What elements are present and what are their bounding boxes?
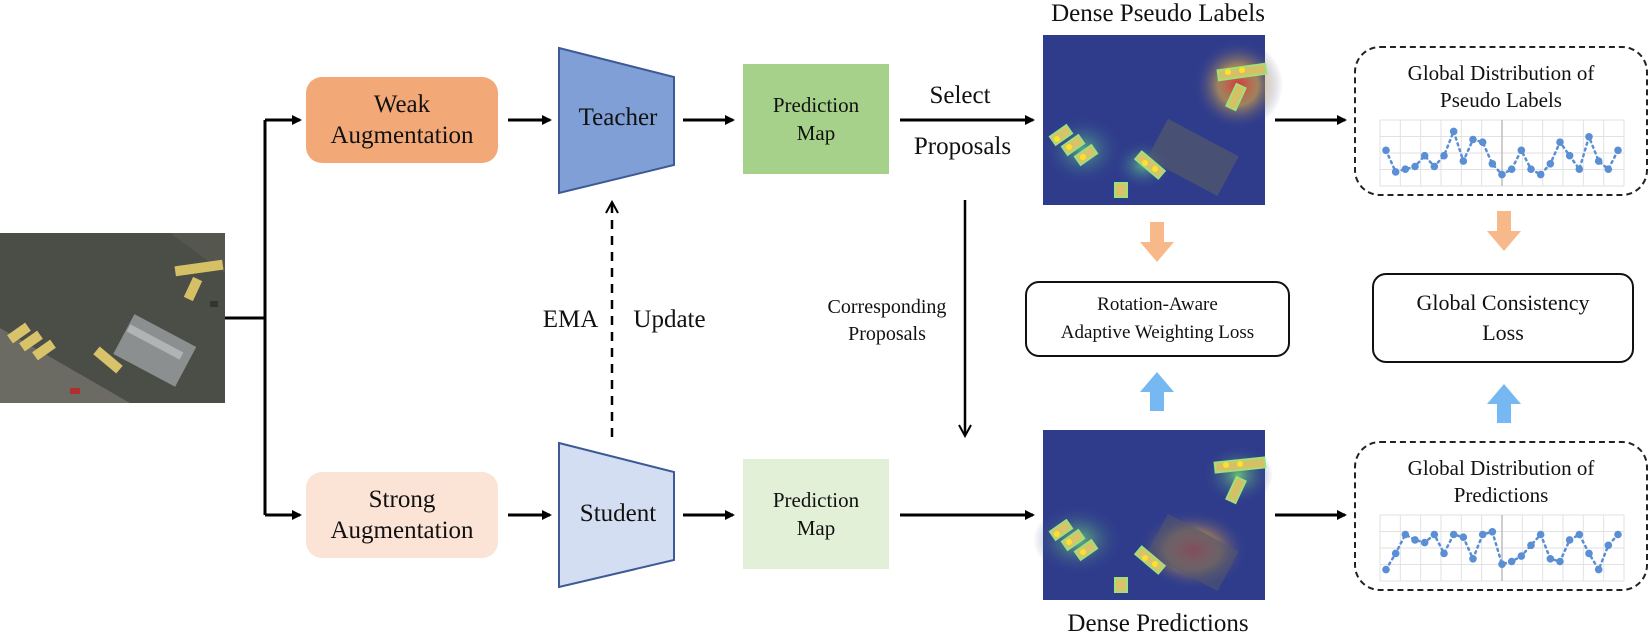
- data-point: [1401, 530, 1410, 539]
- dist-pred-line1: Global Distribution of: [1407, 456, 1595, 480]
- data-point: [1517, 146, 1526, 155]
- data-point: [1469, 555, 1477, 563]
- data-point: [1382, 146, 1390, 155]
- student-label: Student: [579, 500, 657, 527]
- data-point: [1546, 555, 1555, 563]
- data-point: [1391, 168, 1400, 176]
- data-point: [1594, 565, 1603, 574]
- data-point: [1498, 560, 1506, 568]
- dense-pseudo-labels-image: [1043, 35, 1283, 205]
- data-point: [1585, 549, 1593, 558]
- data-point: [1536, 170, 1545, 179]
- select-label: Select: [929, 82, 991, 109]
- rotation-loss-line2: Adaptive Weighting Loss: [1060, 322, 1255, 343]
- data-point: [1459, 157, 1468, 165]
- pred-map-top-line1: Prediction: [772, 92, 860, 117]
- orange-arrow-right: [1487, 211, 1521, 251]
- dense-predictions-image: [1033, 430, 1273, 600]
- data-point: [1449, 127, 1458, 136]
- orange-arrow-left: [1140, 222, 1174, 262]
- data-point: [1517, 552, 1526, 560]
- data-point: [1575, 165, 1584, 173]
- prediction-map-top: Prediction Map: [743, 64, 889, 174]
- data-point: [1420, 151, 1429, 160]
- proposals-label: Proposals: [913, 133, 1012, 160]
- data-point: [1575, 530, 1584, 539]
- data-point: [1594, 157, 1603, 165]
- rotation-loss-line1: Rotation-Aware: [1097, 294, 1218, 316]
- corresponding-proposals-label: Corresponding Proposals: [812, 294, 962, 348]
- data-point: [1469, 135, 1477, 144]
- strong-aug-line2: Augmentation: [330, 517, 474, 544]
- data-point: [1614, 530, 1622, 539]
- strong-augmentation-box: Strong Augmentation: [306, 472, 498, 558]
- data-point: [1498, 170, 1506, 179]
- data-point: [1565, 151, 1574, 160]
- dist-pred-line2: Predictions: [1453, 483, 1549, 508]
- teacher-shape: [558, 46, 675, 195]
- data-point: [1488, 528, 1497, 536]
- corresponding-line1: Corresponding: [827, 296, 947, 318]
- data-point: [1556, 557, 1564, 566]
- pred-map-top-line2: Map: [796, 121, 836, 145]
- student-shape: [558, 441, 675, 589]
- data-point: [1488, 160, 1497, 168]
- blue-arrow-right: [1487, 384, 1521, 423]
- data-point: [1585, 133, 1593, 141]
- data-point: [1478, 530, 1487, 539]
- ema-label: EMA: [542, 306, 599, 333]
- data-point: [1391, 549, 1400, 558]
- data-point: [1459, 533, 1468, 541]
- data-point: [1556, 138, 1564, 146]
- data-point: [1527, 541, 1535, 550]
- corresponding-line2: Proposals: [848, 323, 926, 345]
- dist-pseudo-line2: Pseudo Labels: [1440, 88, 1562, 113]
- dense-pseudo-labels-title: Dense Pseudo Labels: [1051, 0, 1265, 27]
- dense-predictions-title: Dense Predictions: [1067, 610, 1249, 637]
- data-point: [1440, 151, 1448, 160]
- data-point: [1478, 138, 1487, 146]
- weak-aug-line1: Weak: [373, 90, 431, 118]
- data-point: [1440, 549, 1448, 558]
- chart-pseudo-labels: [1379, 119, 1625, 187]
- teacher-label: Teacher: [578, 104, 658, 131]
- global-loss-line1: Global Consistency: [1416, 290, 1590, 316]
- dist-pseudo-labels-box: Global Distribution of Pseudo Labels: [1354, 46, 1648, 196]
- dist-pred-title: Global Distribution of Predictions: [1356, 455, 1646, 510]
- dist-predictions-box: Global Distribution of Predictions: [1354, 441, 1648, 591]
- data-point: [1382, 565, 1390, 574]
- data-point: [1420, 538, 1429, 547]
- data-point: [1546, 160, 1555, 168]
- dist-pseudo-line1: Global Distribution of: [1407, 61, 1595, 85]
- data-point: [1430, 530, 1439, 539]
- data-point: [1507, 165, 1516, 173]
- rotation-aware-loss-box: Rotation-Aware Adaptive Weighting Loss: [1025, 281, 1290, 357]
- data-point: [1401, 165, 1410, 173]
- weak-aug-line2: Augmentation: [330, 122, 474, 149]
- blue-arrow-left: [1140, 372, 1174, 411]
- data-point: [1449, 530, 1458, 539]
- chart-predictions: [1379, 514, 1625, 582]
- weak-augmentation-box: Weak Augmentation: [306, 77, 498, 163]
- data-point: [1604, 165, 1613, 173]
- update-label: Update: [633, 306, 706, 333]
- data-point: [1536, 530, 1545, 539]
- pred-map-bottom-line2: Map: [796, 516, 836, 540]
- data-point: [1527, 165, 1535, 173]
- strong-aug-line1: Strong: [368, 485, 436, 513]
- global-loss-line2: Loss: [1482, 320, 1524, 345]
- global-consistency-loss-box: Global Consistency Loss: [1372, 273, 1634, 363]
- data-point: [1430, 162, 1439, 171]
- data-point: [1507, 557, 1516, 566]
- data-point: [1565, 536, 1574, 544]
- data-point: [1614, 146, 1622, 155]
- data-point: [1411, 162, 1419, 171]
- pred-map-bottom-line1: Prediction: [772, 487, 860, 512]
- data-point: [1604, 541, 1613, 550]
- input-aerial-image: [0, 233, 225, 403]
- prediction-map-bottom: Prediction Map: [743, 459, 889, 569]
- dist-pseudo-title: Global Distribution of Pseudo Labels: [1356, 60, 1646, 115]
- data-point: [1411, 536, 1419, 544]
